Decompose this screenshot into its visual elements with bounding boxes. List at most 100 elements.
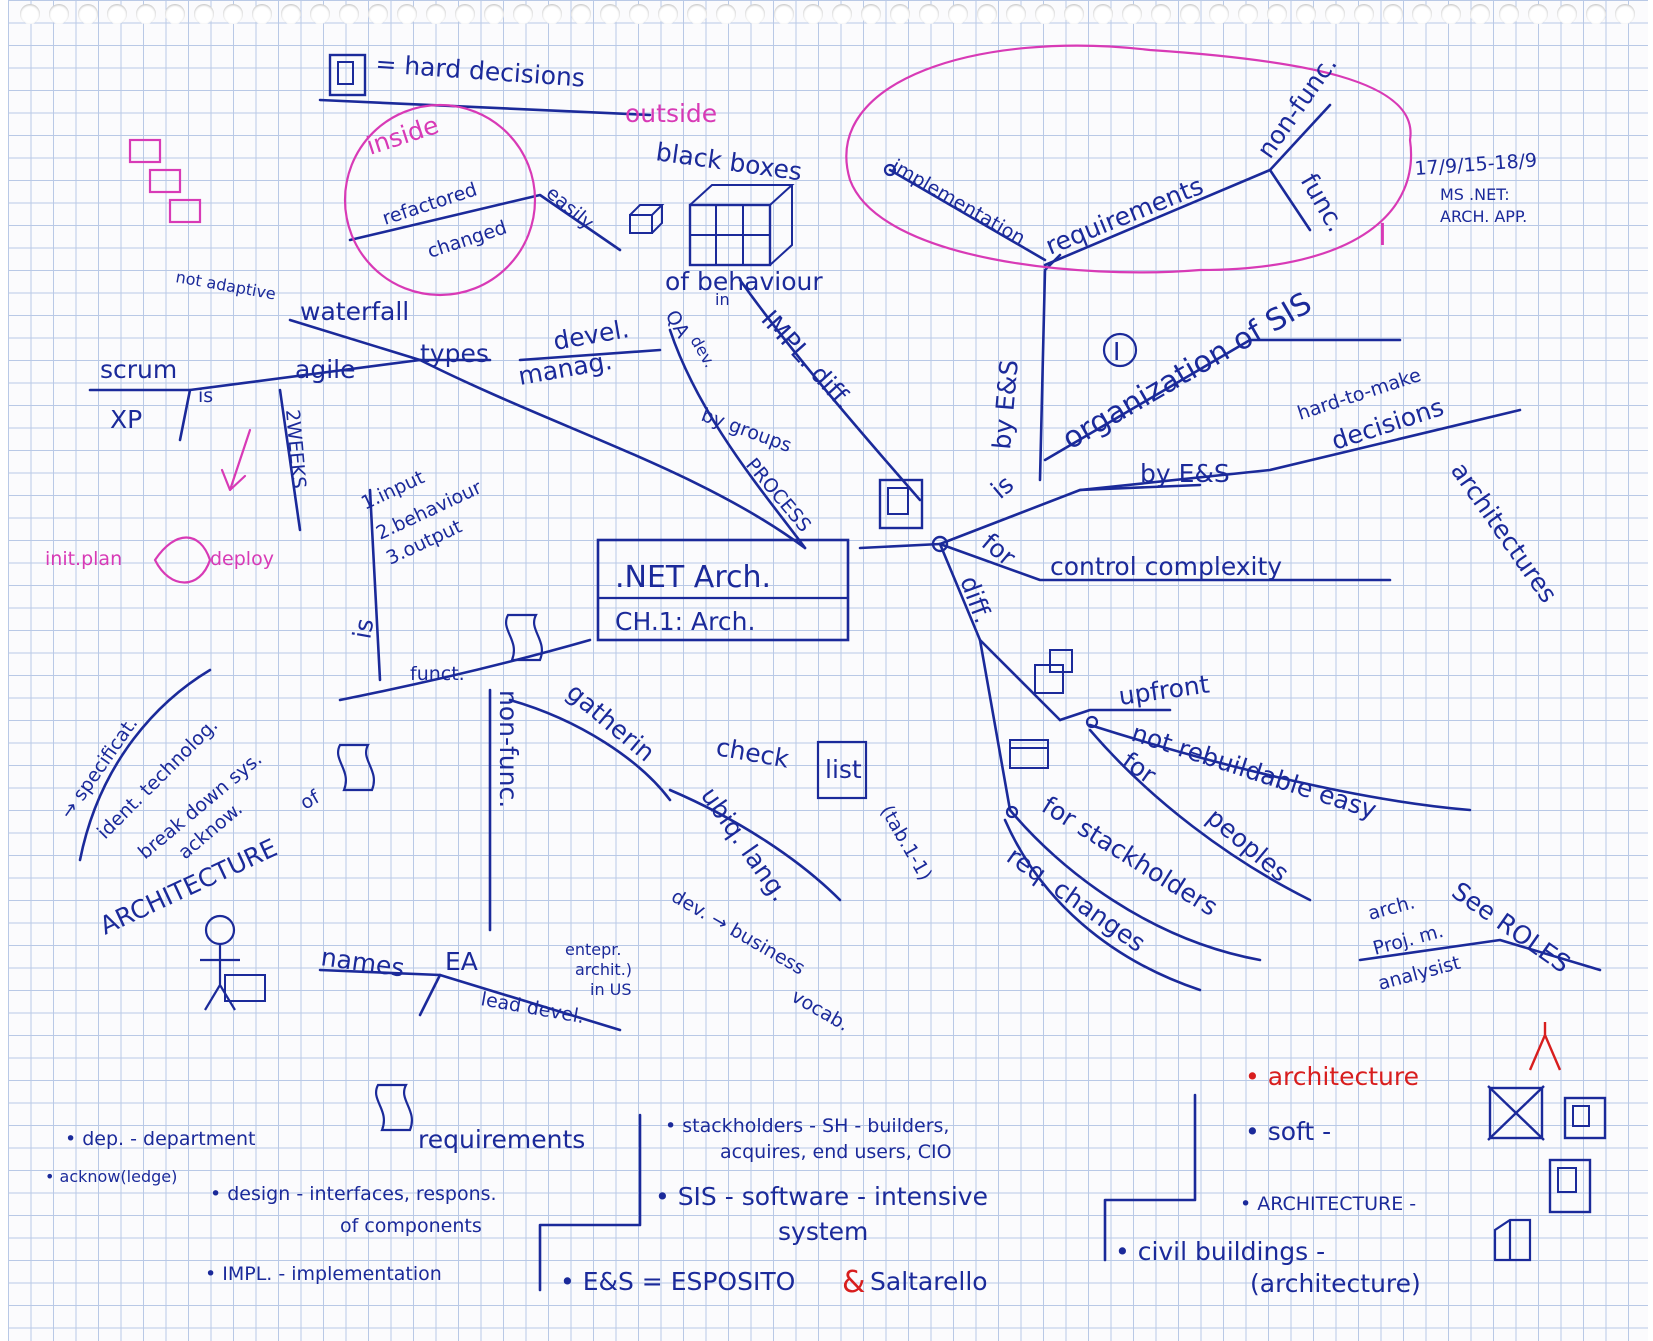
branch-agile [188,358,422,392]
binding-hole [542,4,562,24]
arch-label: arch. [1366,891,1418,925]
date-label: 17/9/15-18/9 [1414,149,1538,180]
xp-label: XP [110,405,142,434]
scroll-icon [505,613,543,662]
binding-hole [107,4,127,24]
binding-hole [281,4,301,24]
building-legend-icon-2 [1548,1158,1592,1214]
course-label-1: MS .NET: [1440,185,1510,204]
branch-req-changes [1003,818,1202,992]
binding-hole [78,4,98,24]
entepr-label: entepr. [565,940,621,959]
binding-hole [861,4,881,24]
legend-of-components: of components [340,1215,482,1237]
building-legend-icon [1563,1096,1607,1140]
branch-2weeks [278,388,302,532]
easily-label: easily [542,182,598,234]
legend-stackholders-2: acquires, end users, CIO [720,1141,952,1163]
branch-organization [1043,338,1402,462]
gatherin-label: gatherin [561,677,660,767]
mind-map-branches [78,98,1602,1292]
pink-cycle [153,536,212,584]
compass-icon [1528,1022,1562,1071]
branch-center-upper-left [418,358,807,550]
window-icon [1009,739,1049,769]
roman-one-circle [1102,332,1138,368]
binding-hole [1209,4,1229,24]
dev-label: dev. [687,333,720,371]
names-label: names [319,942,406,982]
pink-box-3 [168,198,202,224]
implementation-label: implementation [888,155,1029,249]
for-label: for [976,527,1022,572]
person-icon [200,914,266,1011]
branch-hard-decisions [1078,408,1522,492]
branch-func [1268,168,1312,232]
branch-is-vertical [368,488,382,682]
process-label: PROCESS [741,454,815,536]
mind-map-labels: 17/9/15-18/9 MS .NET: ARCH. APP. = hard … [45,49,1576,1036]
impl-diff-label: IMPL. diff. [756,305,859,415]
legend-architecture-red: • architecture [1245,1062,1419,1091]
list-label: list [825,755,862,784]
init-plan-label: init.plan [45,548,122,570]
is-label-3: is [347,616,379,641]
binding-hole [1383,4,1403,24]
list-box [816,740,868,800]
funct-label: funct. [410,663,465,685]
sketch-icons [200,53,1607,1262]
binding-hole [1296,4,1316,24]
binding-hole [890,4,910,24]
check-label: check [714,732,792,773]
binding-hole [49,4,69,24]
branch-by-es-vertical [1038,253,1062,482]
binding-hole [1238,4,1258,24]
legend-divider-1 [538,1113,642,1292]
legend-dep: • dep. - department [65,1128,255,1150]
ubiq-lang-label: ubiq. lang. [695,782,795,907]
binding-hole [1412,4,1432,24]
binding-hole [1151,4,1171,24]
spiral-binding-holes [0,0,1653,30]
is-label: is [985,470,1019,505]
branch-diff-down [978,638,1012,812]
cubes-icon [1034,649,1073,694]
binding-hole [948,4,968,24]
implementation-node [883,163,897,177]
by-es-label: by E&S [987,359,1024,451]
branch-waterfall [288,318,422,362]
branch-impl-diff [738,278,922,502]
deploy-label: deploy [210,548,274,570]
branch-architecture-arcs [78,668,212,862]
civil-building-icon [1493,1218,1532,1262]
control-complexity-label: control complexity [1050,552,1282,581]
lead-devel-label: lead devel. [479,988,586,1028]
binding-hole [252,4,272,24]
black-boxes-label: black boxes [654,137,804,186]
stakeholders-node [1005,805,1019,819]
legend-requirements: requirements [418,1125,585,1154]
legend-acknow: • acknow(ledge) [45,1167,177,1186]
binding-hole [1470,4,1490,24]
in-label: in [715,290,730,309]
legend-saltarello: Saltarello [870,1267,988,1296]
binding-hole [774,4,794,24]
is-label-2: is [198,385,213,407]
requirements-cloud [845,44,1413,274]
roman-one-label: I [1113,337,1120,366]
legend-es: • E&S = ESPOSITO [560,1267,795,1296]
tab-label: (tab.1-1) [876,802,937,885]
ea-label: EA [445,947,478,976]
by-es-label-2: by E&S [1140,459,1230,488]
legend-architecture: • ARCHITECTURE - [1240,1193,1416,1215]
archit-label: archit.) [575,960,632,979]
legend-civil: • civil buildings - [1115,1237,1325,1266]
in-us-label: in US [590,980,632,999]
branch-center-right [858,542,942,550]
center-node: .NET Arch. CH.1: Arch. [596,538,850,642]
binding-hole [1093,4,1113,24]
legend: • dep. - department • acknow(ledge) requ… [45,1062,1421,1300]
scroll-icon-2 [337,743,375,792]
qa-label: QA [661,307,694,342]
